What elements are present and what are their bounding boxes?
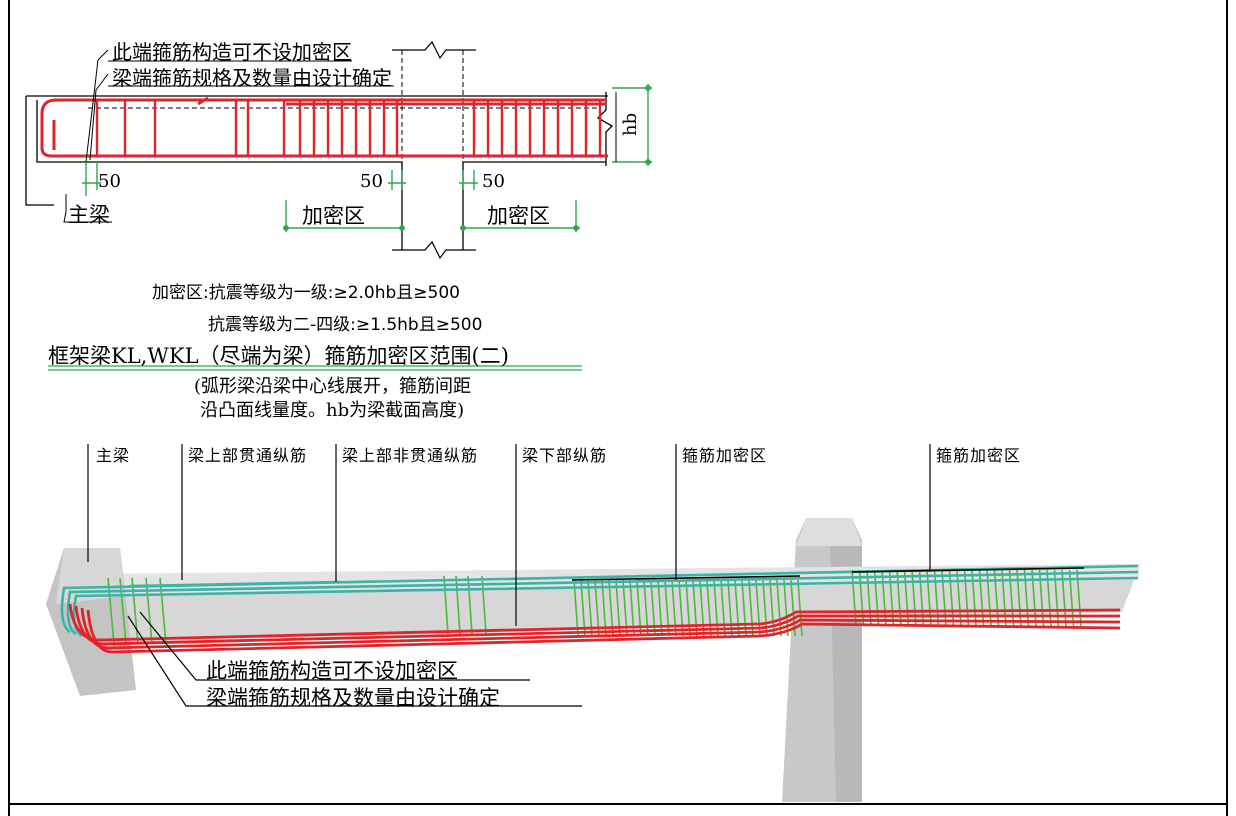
column-break-bottom (392, 240, 476, 260)
main-beam-leader (63, 194, 112, 223)
leaders-3d (87, 444, 1085, 707)
height-label: hb (620, 112, 641, 136)
stirrup-3d (587, 579, 593, 637)
bottom-bars-3d (68, 603, 1121, 654)
stirrup-3d (727, 579, 733, 637)
label-main-beam-3d: 主梁 (96, 446, 131, 465)
label-top-noncontinuous-bars: 梁上部非贯通纵筋 (342, 446, 479, 465)
model-note-line2: 梁端箍筋规格及数量由设计确定 (206, 686, 500, 710)
bar-bend (197, 96, 209, 106)
stirrup-3d (720, 579, 726, 637)
column-break-top (392, 40, 476, 60)
title-sub-line1: (弧形梁沿梁中心线展开，箍筋间距 (194, 376, 472, 397)
stirrup-3d (741, 579, 747, 637)
stirrup-3d (107, 577, 115, 645)
dim-50-right: 50 (482, 171, 505, 192)
stirrup-3d (119, 577, 127, 645)
stirrup-3d (706, 579, 712, 637)
frame-left-border (8, 0, 10, 816)
stirrup-3d (573, 579, 579, 637)
note-leader-2 (89, 73, 109, 161)
stirrup-3d (481, 575, 487, 635)
rule-line2: 抗震等级为二-四级:≥1.5hb且≥500 (208, 315, 483, 335)
main-beam-label: 主梁 (68, 203, 110, 227)
frame-right-border (1226, 0, 1228, 816)
title-sub-line2: 沿凸面线量度。hb为梁截面高度) (200, 400, 465, 421)
stirrup-3d (713, 579, 719, 637)
rule-line1: 加密区:抗震等级为一级:≥2.0hb且≥500 (152, 283, 460, 303)
stirrups-3d (107, 569, 1082, 645)
detail-note-line1: 此端箍筋构造可不设加密区 (112, 40, 352, 64)
note-leader-1 (85, 49, 109, 163)
stirrup-3d (734, 579, 740, 637)
beam-break-line (596, 92, 614, 166)
stirrup-3d (748, 579, 754, 637)
rebar-group (40, 96, 608, 158)
dim-50-left: 50 (98, 171, 121, 192)
stirrup-3d (145, 577, 153, 645)
stirrup-3d (580, 579, 586, 637)
stirrup-3d (131, 577, 139, 645)
dimension-marks (82, 84, 652, 232)
label-bottom-bars: 梁下部纵筋 (522, 446, 608, 465)
stirrup-3d (776, 579, 782, 637)
longitudinal-bar-outer (40, 98, 608, 158)
dim-50-mid: 50 (360, 171, 383, 192)
zone-label-right: 加密区 (487, 204, 550, 228)
label-zone-2: 箍筋加密区 (936, 446, 1022, 465)
detail-note-line2: 梁端箍筋规格及数量由设计确定 (112, 66, 392, 90)
main-beam-outline (25, 96, 54, 206)
stirrup-3d (797, 579, 803, 637)
page-title: 框架梁KL,WKL（尽端为梁）箍筋加密区范围(二) (48, 344, 509, 368)
label-top-continuous-bars: 梁上部贯通纵筋 (188, 446, 308, 465)
frame-bottom-border (8, 803, 1228, 805)
stirrups-2d (95, 100, 602, 156)
zone-label-left: 加密区 (302, 204, 365, 228)
label-zone-1: 箍筋加密区 (682, 446, 768, 465)
model-note-line1: 此端箍筋构造可不设加密区 (206, 659, 458, 683)
support-column-dashed (401, 50, 464, 250)
